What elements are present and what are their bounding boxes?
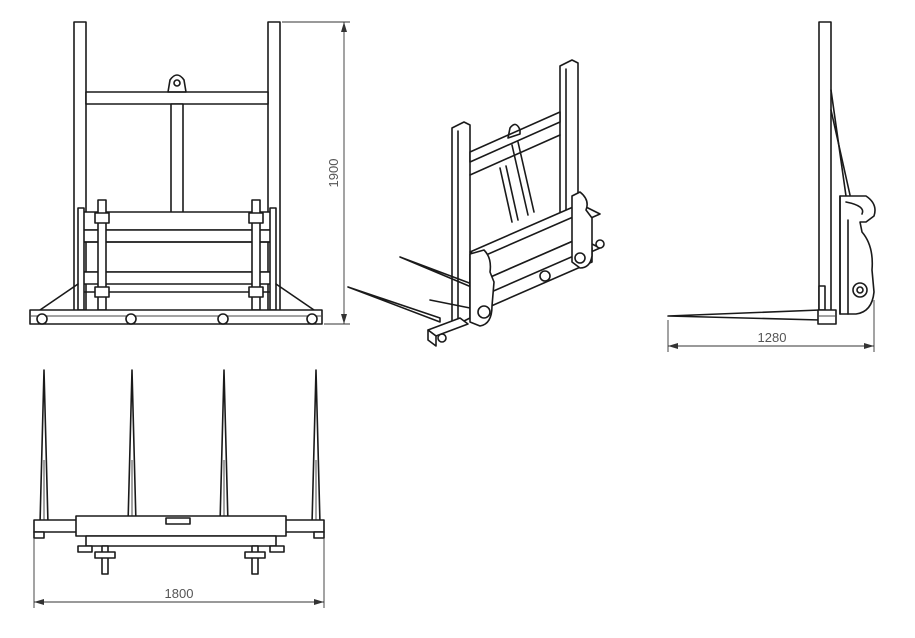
front-view xyxy=(29,21,323,325)
isometric-view xyxy=(347,59,605,347)
depth-dimension xyxy=(667,300,875,352)
height-dimension-label: 1900 xyxy=(326,159,341,188)
height-dimension xyxy=(282,21,350,325)
width-dimension-label: 1800 xyxy=(165,586,194,601)
side-view xyxy=(667,21,876,325)
width-dimension xyxy=(33,538,325,608)
depth-dimension-label: 1280 xyxy=(758,330,787,345)
top-view xyxy=(33,369,325,575)
